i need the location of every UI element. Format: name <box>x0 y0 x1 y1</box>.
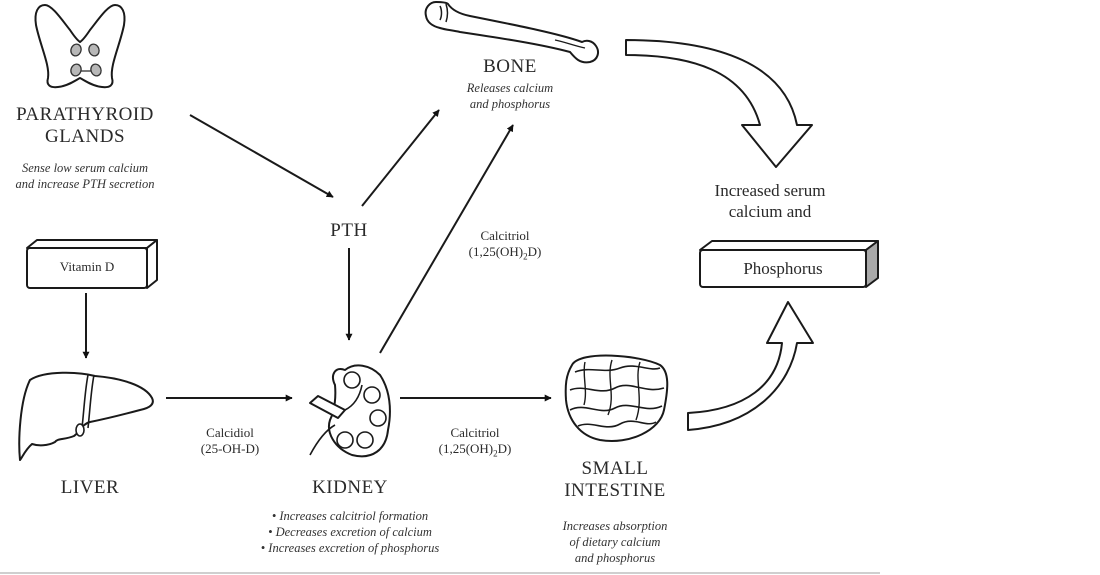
small-intestine-desc-line3: and phosphorus <box>574 551 656 565</box>
small-intestine-desc-line1: Increases absorption <box>562 519 668 533</box>
kidney-title: KIDNEY <box>312 477 388 498</box>
outcome-line1: Increased serum <box>714 181 826 200</box>
arrow-parathyroid-to-pth <box>189 114 334 198</box>
arrow-pth-to-bone <box>361 109 440 207</box>
formula-part: D) <box>497 441 512 456</box>
calcitriol-label: Calcitriol <box>450 425 500 440</box>
edge-label-kidney-to-intestine: Calcitriol (1,25(OH)2D) <box>420 425 530 462</box>
bottom-border <box>0 572 880 574</box>
small-intestine-icon <box>564 354 669 442</box>
bone-desc-line2: and phosphorus <box>469 97 551 111</box>
vitamin-d-box <box>26 239 158 289</box>
small-intestine-description: Increases absorption of dietary calcium … <box>540 518 690 566</box>
kidney-bullet: • Increases excretion of phosphorus <box>260 541 440 555</box>
bone-desc-line1: Releases calcium <box>466 81 554 95</box>
formula-part: D) <box>527 244 542 259</box>
kidney-bullet: • Increases calcitriol formation <box>271 509 429 523</box>
small-intestine-title: SMALL INTESTINE <box>540 458 690 502</box>
calcitriol-formula: (1,25(OH)2D) <box>450 244 560 265</box>
parathyroid-glands-icon <box>34 4 126 89</box>
formula-part: (1,25(OH) <box>438 441 494 456</box>
phosphorus-label: Phosphorus <box>743 259 823 278</box>
formula-subscript: 2 <box>523 251 528 262</box>
vitamin-d-label: Vitamin D <box>59 259 115 274</box>
arrow-kidney-to-bone <box>379 124 514 354</box>
parathyroid-title: PARATHYROID GLANDS <box>0 104 170 148</box>
outcome-text: Increased serum calcium and <box>690 180 850 222</box>
kidney-icon <box>309 364 391 458</box>
parathyroid-description: Sense low serum calcium and increase PTH… <box>0 160 170 192</box>
kidney-bullet: • Decreases excretion of calcium <box>268 525 432 539</box>
parathyroid-title-line1: PARATHYROID <box>16 104 154 125</box>
liver-icon <box>18 371 154 461</box>
calcitriol-formula: (1,25(OH)2D) <box>420 441 530 462</box>
bone-title: BONE <box>483 56 537 77</box>
small-intestine-title-line2: INTESTINE <box>564 480 666 501</box>
parathyroid-desc-line1: Sense low serum calcium <box>21 161 149 175</box>
bone-icon <box>424 1 599 64</box>
hollow-arrow-up-icon <box>687 301 814 431</box>
calcitriol-label: Calcitriol <box>480 228 530 243</box>
phosphorus-box <box>699 240 879 288</box>
small-intestine-desc-line2: of dietary calcium <box>569 535 661 549</box>
outcome-line2: calcium and <box>728 202 812 221</box>
pth-label: PTH <box>330 220 368 241</box>
diagram-canvas: PARATHYROID GLANDS Sense low serum calci… <box>0 0 880 575</box>
small-intestine-title-line1: SMALL <box>581 458 649 479</box>
calcidiol-formula: (25-OH-D) <box>200 441 260 456</box>
edge-label-kidney-to-bone: Calcitriol (1,25(OH)2D) <box>450 228 560 265</box>
formula-part: (1,25(OH) <box>468 244 524 259</box>
bone-description: Releases calcium and phosphorus <box>440 80 580 112</box>
formula-subscript: 2 <box>493 448 498 459</box>
edge-label-liver-to-kidney: Calcidiol (25-OH-D) <box>180 425 280 457</box>
parathyroid-title-line2: GLANDS <box>44 126 126 147</box>
hollow-arrow-down-icon <box>625 39 813 168</box>
kidney-bullets: • Increases calcitriol formation • Decre… <box>240 508 460 556</box>
parathyroid-desc-line2: and increase PTH secretion <box>15 177 155 191</box>
calcidiol-label: Calcidiol <box>206 425 254 440</box>
diagram-graphics <box>18 1 879 461</box>
liver-title: LIVER <box>60 477 120 498</box>
